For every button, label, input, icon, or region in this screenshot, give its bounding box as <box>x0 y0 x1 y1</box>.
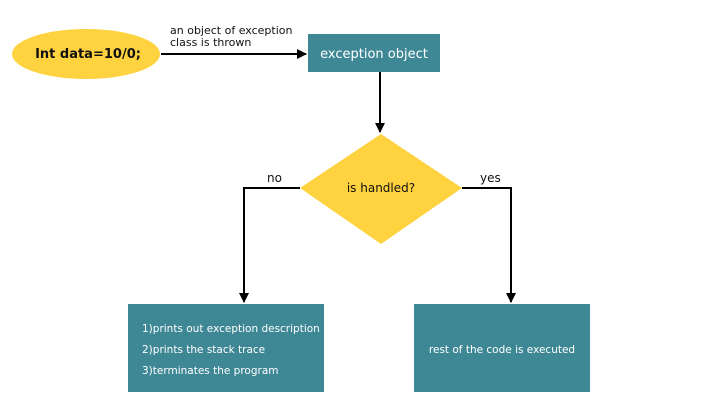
start-label: Int data=10/0; <box>35 47 141 62</box>
throw-note-line1: an object of exception <box>170 24 292 37</box>
exception-object-label: exception object <box>320 47 428 62</box>
handled-box <box>414 304 590 392</box>
unhandled-box <box>128 304 324 392</box>
throw-note: an object of exception class is thrown <box>170 24 292 49</box>
unhandled-item-1: 1)prints out exception description <box>142 323 320 335</box>
start-node: Int data=10/0; <box>12 29 160 79</box>
handled-node: rest of the code is executed <box>414 304 590 392</box>
exception-object-node: exception object <box>308 34 440 72</box>
unhandled-node: 1)prints out exception description 2)pri… <box>128 304 324 392</box>
yes-label: yes <box>480 171 501 185</box>
no-label: no <box>267 171 282 185</box>
decision-diamond <box>300 134 462 244</box>
decision-node: is handled? <box>300 134 462 244</box>
handled-label: rest of the code is executed <box>429 344 575 356</box>
arrow-yes-branch <box>462 187 516 303</box>
arrow-no-branch <box>239 187 300 303</box>
unhandled-item-2: 2)prints the stack trace <box>142 344 265 356</box>
exception-object-box <box>308 34 440 72</box>
unhandled-item-3: 3)terminates the program <box>142 365 279 377</box>
decision-label: is handled? <box>347 181 415 195</box>
start-ellipse <box>12 29 160 79</box>
throw-note-line2: class is thrown <box>170 36 251 49</box>
